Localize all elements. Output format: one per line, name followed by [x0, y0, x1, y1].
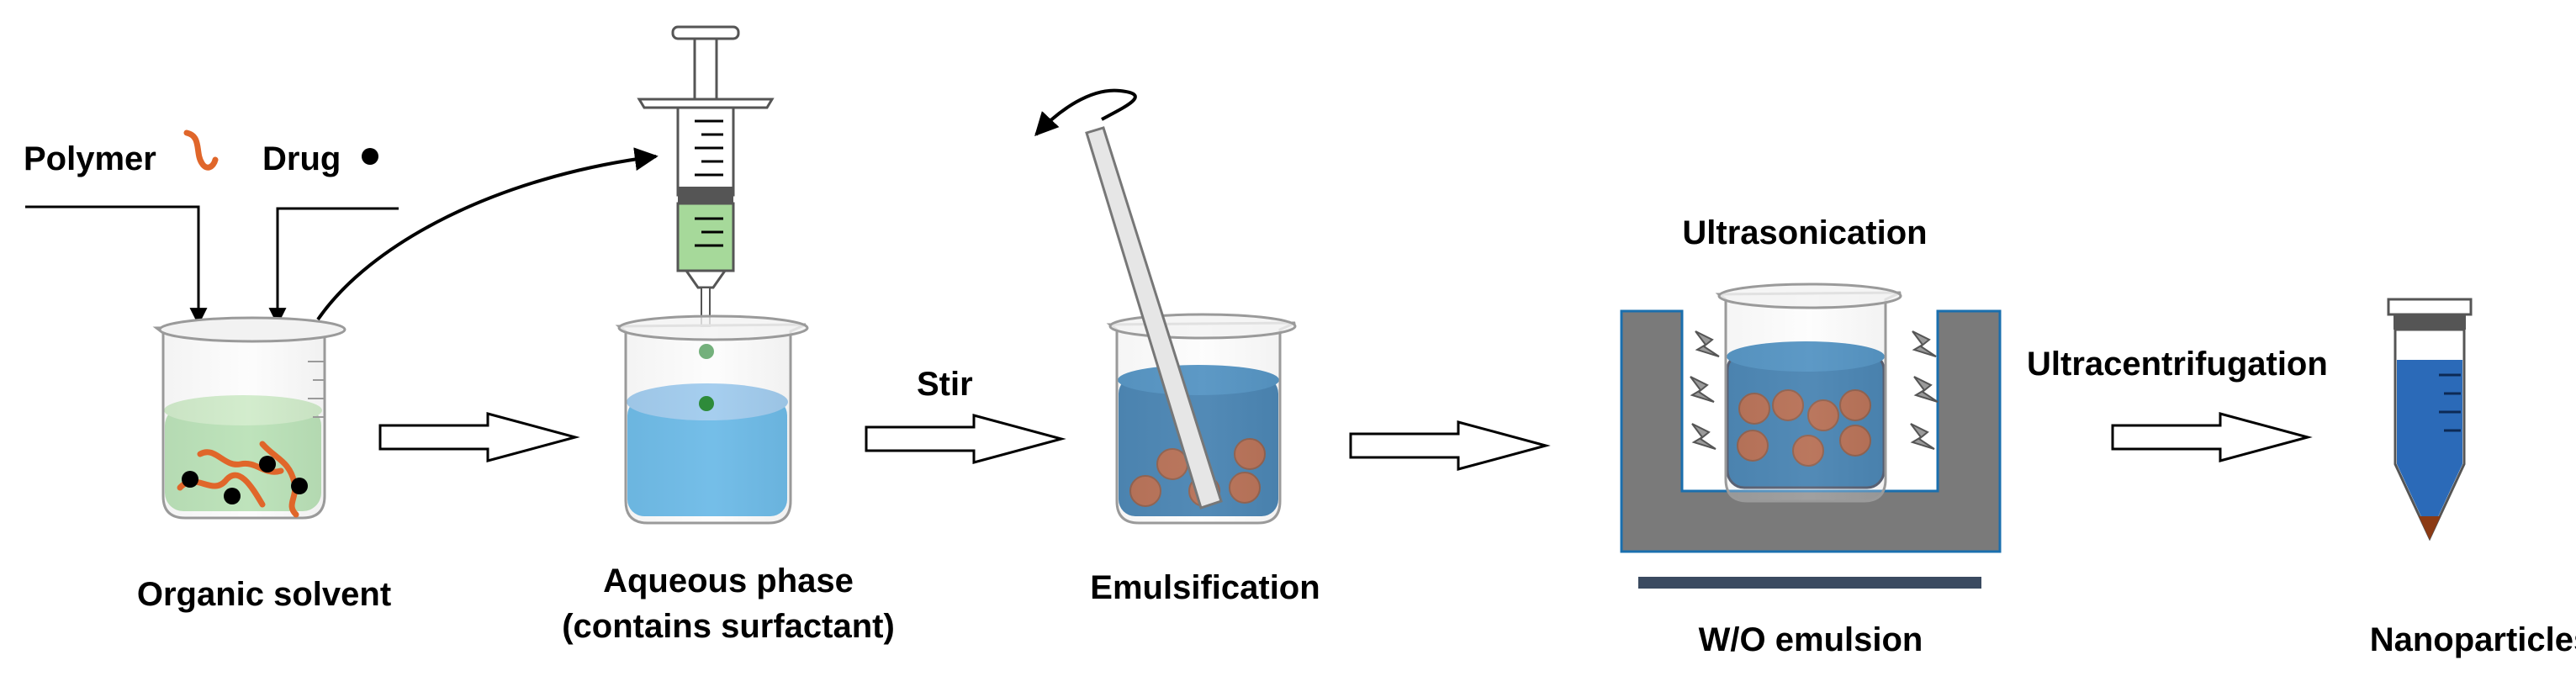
- drug-dot-icon: [362, 148, 378, 165]
- wo-emulsion-label: W/O emulsion: [1699, 621, 1923, 658]
- ultracentrifugation-label: Ultracentrifugation: [2027, 346, 2328, 383]
- polymer-legend: Polymer: [24, 129, 219, 177]
- stir-rod-icon: [1085, 126, 1223, 510]
- stir-label: Stir: [917, 366, 973, 403]
- process-arrow-2: [865, 414, 1066, 464]
- emulsification-beaker: [1106, 313, 1297, 525]
- drug-input-arrow: [268, 207, 399, 326]
- organic-solvent-beaker: [152, 316, 346, 520]
- polymer-label: Polymer: [24, 140, 156, 177]
- polymer-chain-icon: [183, 129, 219, 171]
- ultrasonic-bath: [1620, 309, 2002, 589]
- process-arrow-3: [1349, 420, 1551, 471]
- aqueous-phase-label-line1: Aqueous phase: [603, 562, 854, 599]
- lightning-bolt-icon: [1690, 330, 1939, 450]
- polymer-input-arrow: [25, 205, 208, 326]
- process-arrow-1: [378, 412, 580, 462]
- organic-solvent-label: Organic solvent: [137, 576, 391, 613]
- drug-particles: [182, 456, 308, 504]
- falling-drop-2: [699, 396, 714, 411]
- process-arrow-4: [2111, 412, 2313, 462]
- drug-label: Drug: [262, 140, 341, 177]
- sonication-beaker: [1715, 283, 1902, 503]
- input-arrows: [25, 147, 659, 326]
- aqueous-phase-beaker: [615, 314, 809, 525]
- transfer-to-syringe-arrow: [316, 147, 659, 321]
- nanoparticles-label: Nanoparticles: [2370, 621, 2576, 658]
- ultrasonication-label: Ultrasonication: [1682, 214, 1927, 251]
- drug-legend: Drug: [262, 140, 378, 177]
- rotation-arrow-icon: [1034, 88, 1137, 137]
- centrifuge-tube-icon: [2387, 298, 2473, 541]
- syringe-icon: [637, 25, 775, 327]
- emulsification-label: Emulsification: [1090, 569, 1320, 606]
- aqueous-phase-label-line2: (contains surfactant): [562, 608, 895, 645]
- bath-platform: [1638, 577, 1981, 589]
